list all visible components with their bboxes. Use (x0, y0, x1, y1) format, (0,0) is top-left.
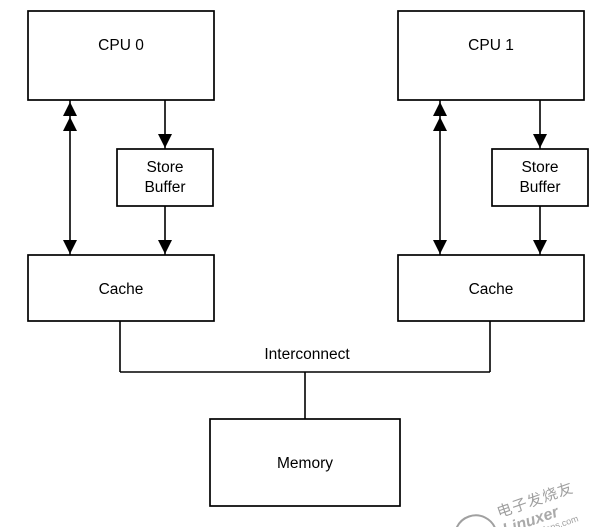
cpu1-box (397, 10, 585, 101)
memory-label: Memory (277, 455, 333, 472)
interconnect-label: Interconnect (264, 346, 350, 363)
arrowhead-down-icon (63, 240, 77, 254)
arrowhead-up-icon (433, 102, 447, 116)
store-buffer0-box (116, 148, 214, 207)
cache0-label: Cache (99, 281, 144, 298)
arrowhead-up-icon (63, 117, 77, 131)
cpu0-box (27, 10, 215, 101)
cache1-box (397, 254, 585, 322)
memory-box (209, 418, 401, 507)
store-buffer0-label-line1: Store (146, 159, 183, 176)
arrowhead-up-icon (433, 117, 447, 131)
arrowhead-down-icon (158, 134, 172, 148)
arrowhead-down-icon (533, 240, 547, 254)
arrowhead-down-icon (533, 134, 547, 148)
store-buffer1-box (491, 148, 589, 207)
cache0-box (27, 254, 215, 322)
arrowhead-down-icon (433, 240, 447, 254)
cpu1-label: CPU 1 (468, 37, 514, 54)
store-buffer1-label-line1: Store (521, 159, 558, 176)
arrowhead-down-icon (158, 240, 172, 254)
cache1-label: Cache (469, 281, 514, 298)
store-buffer0-label-line2: Buffer (144, 179, 185, 196)
arrowhead-up-icon (63, 102, 77, 116)
store-buffer1-label-line2: Buffer (519, 179, 560, 196)
cpu0-label: CPU 0 (98, 37, 144, 54)
